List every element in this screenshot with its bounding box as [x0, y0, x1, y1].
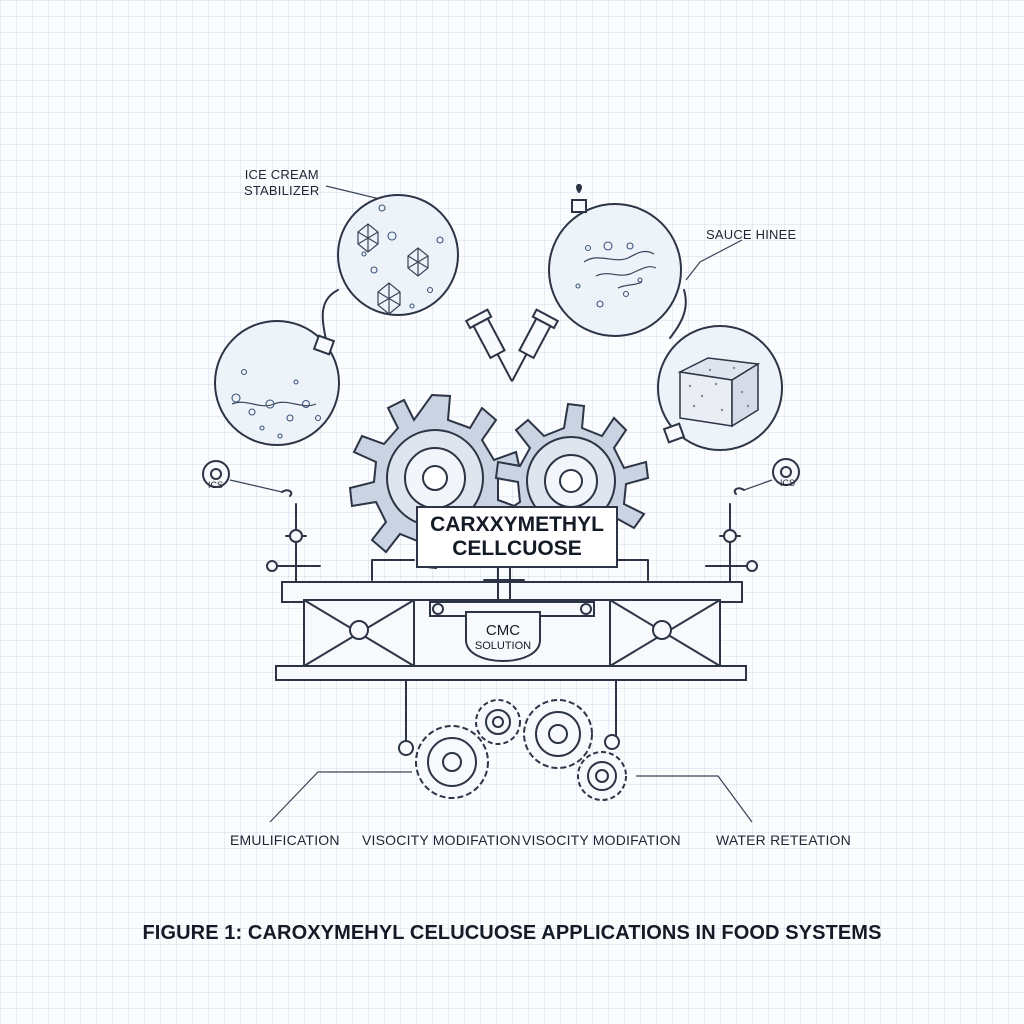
tank-label-line2: SOLUTION — [474, 640, 532, 652]
emulsion-circle — [214, 320, 340, 446]
function-viscosity-1: VISOCITY MODIFATION — [362, 832, 521, 848]
sauce-thickener-label: SAUCE HINEE — [706, 227, 797, 242]
sauce-circle — [548, 184, 682, 337]
function-viscosity-2: VISOCITY MODIFATION — [522, 832, 681, 848]
cube-circle — [657, 325, 783, 451]
heart-icon — [576, 184, 582, 193]
right-gauge-label: ICS — [780, 478, 796, 488]
cmc-banner: CARXXYMETHYL CELLCUOSE — [416, 506, 618, 568]
connector-left — [321, 289, 339, 341]
cmc-tank — [465, 611, 541, 662]
figure-caption: FIGURE 1: CAROXYMEHYL CELUCUOSE APPLICAT… — [142, 922, 882, 944]
function-leader-lines — [269, 771, 753, 823]
ice-cream-leader-line — [325, 185, 385, 201]
frame-legs — [398, 679, 620, 756]
left-gauge-label: ICS — [208, 480, 224, 490]
ice-cream-label-line1: ICE CREAM — [244, 167, 319, 182]
tank-label-line1: CMC — [485, 622, 521, 639]
ice-cream-stabilizer-label: ICE CREAM STABILIZER — [244, 167, 319, 199]
small-gears — [415, 699, 627, 801]
ice-cream-circle — [337, 194, 459, 316]
connector-right — [669, 289, 687, 339]
function-water-retention: WATER RETEATION — [716, 832, 851, 848]
banner-line1: CARXXYMETHYL — [430, 513, 604, 536]
left-post — [266, 503, 321, 601]
function-emulsification: EMULIFICATION — [230, 832, 340, 848]
right-gauge — [733, 458, 800, 495]
cmc-solution-label: CMC SOLUTION — [466, 622, 540, 653]
syringe-icon — [464, 308, 560, 382]
sauce-leader-line — [685, 239, 743, 281]
left-gauge — [202, 460, 293, 497]
banner-line2: CELLCUOSE — [452, 537, 582, 560]
ice-cream-label-line2: STABILIZER — [244, 183, 320, 198]
